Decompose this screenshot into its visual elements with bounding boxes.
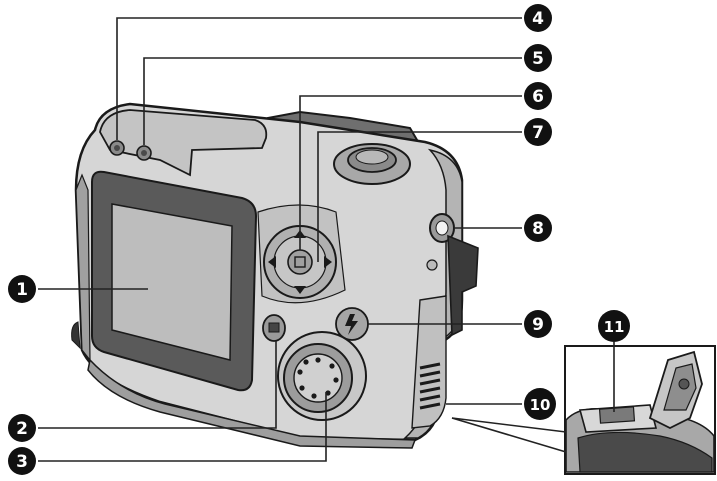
badge-circle-10 [524, 388, 556, 420]
callout-badge-6: 6 [524, 82, 552, 110]
leader-line-5 [143, 57, 522, 145]
arrow-right-icon [324, 256, 332, 268]
inset-camera-dark [577, 431, 713, 473]
callout-number-1: 1 [16, 280, 28, 300]
leader-line-4 [116, 17, 522, 140]
grille-line-4 [419, 386, 441, 394]
inset-connector-2 [451, 417, 567, 453]
mode-dial-group [277, 331, 367, 421]
badge-circle-5 [524, 44, 552, 72]
memory-card-icon [598, 406, 636, 424]
mode-dial-mark-8 [303, 359, 309, 365]
leader-line-2 [38, 341, 277, 429]
badge-circle-2 [8, 414, 36, 442]
mode-dial-mark-5 [311, 393, 317, 399]
arrow-down-icon [294, 286, 306, 294]
callout-number-4: 4 [532, 9, 544, 29]
callout-badge-5: 5 [524, 44, 552, 72]
callout-badge-8: 8 [524, 214, 552, 242]
strap-eyelet-hole [435, 220, 449, 236]
callout-number-3: 3 [16, 452, 28, 472]
mode-dial-mark-1 [315, 357, 321, 363]
badge-circle-1 [8, 275, 36, 303]
leader-line-6 [299, 95, 522, 250]
badge-circle-6 [524, 82, 552, 110]
strap-eyelet-group [426, 213, 455, 271]
mode-dial-mark-6 [299, 385, 305, 391]
callout-number-6: 6 [532, 87, 544, 107]
callout-number-5: 5 [532, 49, 544, 69]
grille-line-6 [419, 402, 441, 410]
callout-number-10: 10 [530, 396, 551, 414]
leader-lines [38, 17, 615, 462]
callout-badges: 1 2 3 4 5 6 7 8 [8, 4, 630, 475]
indicator-lamp-left-core [114, 145, 120, 151]
flash-bolt-icon [345, 314, 358, 335]
small-screw-icon [426, 259, 438, 271]
badge-circle-7 [524, 118, 552, 146]
flash-button-group [335, 307, 369, 341]
callout-badge-4: 4 [524, 4, 552, 32]
callout-number-2: 2 [16, 419, 28, 439]
camera-left-bump [71, 321, 81, 350]
ok-button-glyph [294, 256, 306, 268]
callout-badge-9: 9 [524, 310, 552, 338]
card-slot-inset [564, 345, 716, 475]
camera-bottom-lip [87, 358, 417, 449]
ok-button-icon [287, 249, 313, 275]
callout-badge-3: 3 [8, 447, 36, 475]
camera-left-edge [75, 173, 91, 362]
badge-circle-11 [598, 310, 630, 342]
lcd-screen [111, 203, 233, 361]
callout-number-8: 8 [532, 219, 544, 239]
badge-circle-8 [524, 214, 552, 242]
mode-dial-mark-3 [333, 377, 339, 383]
multi-selector-group [257, 204, 346, 304]
mode-dial-mark-2 [329, 363, 335, 369]
grille-line-3 [419, 378, 441, 386]
badge-circle-9 [524, 310, 552, 338]
card-cover [411, 234, 479, 429]
callout-number-7: 7 [532, 123, 544, 143]
grille-line-2 [419, 370, 441, 378]
grille-line-5 [419, 394, 441, 402]
inset-lid-latch [678, 378, 690, 390]
indicator-lamp-right-core [141, 150, 147, 156]
menu-button-group [262, 314, 286, 342]
card-cover-grille [419, 362, 441, 410]
callout-number-9: 9 [532, 315, 544, 335]
card-cover-panel [447, 234, 479, 337]
callout-badge-2: 2 [8, 414, 36, 442]
inset-connector-1 [451, 417, 567, 433]
badge-circle-4 [524, 4, 552, 32]
callout-badge-1: 1 [8, 275, 36, 303]
leader-line-7 [317, 131, 522, 262]
shutter-release [333, 143, 411, 185]
menu-button-glyph [268, 322, 280, 333]
shutter-button-top [355, 149, 389, 165]
lamp-panel-shell [99, 109, 268, 177]
lamp-panel [99, 109, 268, 177]
grille-line-1 [419, 362, 441, 370]
arrow-left-icon [268, 256, 276, 268]
leader-line-3 [38, 392, 327, 462]
mode-dial-mark-7 [297, 369, 303, 375]
badge-circle-3 [8, 447, 36, 475]
callout-badge-11: 11 [598, 310, 630, 342]
callout-badge-7: 7 [524, 118, 552, 146]
lcd-monitor [91, 170, 258, 392]
callout-badge-10: 10 [524, 388, 556, 420]
callout-number-11: 11 [604, 318, 625, 336]
